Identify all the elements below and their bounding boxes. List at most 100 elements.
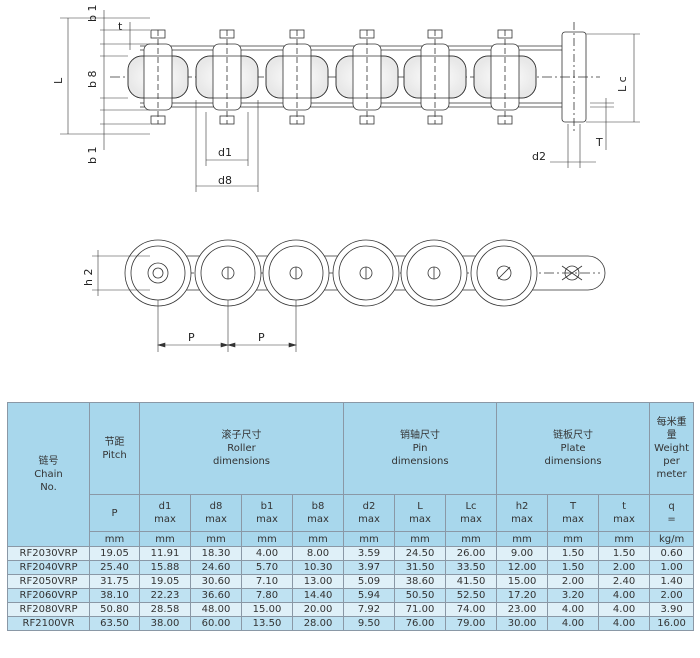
header-pin: 销轴尺寸 Pin dimensions [343,402,498,495]
cell-p: 19.05 [89,546,140,561]
side-view [124,239,606,307]
cell-p: 50.80 [89,602,140,617]
cell-Lc: 52.50 [445,588,498,603]
cell-d8: 18.30 [190,546,242,561]
cell-d2: 3.59 [343,546,396,561]
table-row: RF2030VRP 19.05 11.91 18.30 4.00 8.00 3.… [7,546,695,561]
header-pitch: 节距 Pitch [89,402,140,495]
cell-h2: 9.00 [496,546,549,561]
cell-T: 3.20 [547,588,600,603]
label-b8: b 8 [86,71,99,88]
cell-d2: 9.50 [343,616,396,631]
cell-T: 4.00 [547,616,600,631]
cell-chain-no: RF2030VRP [7,546,90,561]
cell-Lc: 41.50 [445,574,498,589]
side-roller-6 [470,239,538,307]
roller-2 [195,29,259,125]
label-L: L [52,77,65,84]
label-d1: d1 [218,146,232,159]
label-b1-top: b 1 [86,5,99,22]
cell-q: 16.00 [649,616,695,631]
side-roller-4 [332,239,400,307]
cell-h2: 23.00 [496,602,549,617]
cell-d2: 7.92 [343,602,396,617]
roller-1 [127,29,189,125]
cell-b1: 15.00 [241,602,293,617]
unit-kgm: kg/m [649,531,695,547]
cell-d8: 24.60 [190,560,242,575]
cell-t: 4.00 [598,616,651,631]
cell-b8: 8.00 [291,546,345,561]
sym-q: q= [649,494,695,532]
label-h2: h 2 [82,269,95,286]
roller-4 [335,29,399,125]
cell-L: 50.50 [394,588,447,603]
label-P1: P [188,331,195,344]
cell-q: 2.00 [649,588,695,603]
unit-mm: mm [496,531,549,547]
cell-p: 38.10 [89,588,140,603]
cell-b8: 10.30 [291,560,345,575]
cell-q: 3.90 [649,602,695,617]
cell-q: 1.40 [649,574,695,589]
cell-h2: 12.00 [496,560,549,575]
unit-mm: mm [598,531,651,547]
cell-chain-no: RF2060VRP [7,588,90,603]
cell-d8: 30.60 [190,574,242,589]
top-view-labels: b 1 t L b 8 b 1 d1 d8 L c d2 T [52,5,629,187]
cell-d8: 60.00 [190,616,242,631]
label-Lc: L c [616,76,629,92]
cell-p: 31.75 [89,574,140,589]
unit-mm: mm [89,531,140,547]
cell-d2: 5.09 [343,574,396,589]
roller-3 [265,29,329,125]
cell-b8: 13.00 [291,574,345,589]
cell-h2: 30.00 [496,616,549,631]
table-row: RF2060VRP 38.10 22.23 36.60 7.80 14.40 5… [7,588,695,603]
side-roller-5 [400,239,468,307]
label-P2: P [258,331,265,344]
cell-d1: 11.91 [139,546,191,561]
table-row: RF2100VR 63.50 38.00 60.00 13.50 28.00 9… [7,616,695,631]
cell-h2: 17.20 [496,588,549,603]
unit-mm: mm [547,531,600,547]
cell-d8: 36.60 [190,588,242,603]
cell-L: 76.00 [394,616,447,631]
chain-technical-drawing: b 1 t L b 8 b 1 d1 d8 L c d2 T [52,5,640,352]
cell-L: 31.50 [394,560,447,575]
cell-b1: 13.50 [241,616,293,631]
table-row: RF2080VRP 50.80 28.58 48.00 15.00 20.00 … [7,602,695,617]
cell-Lc: 79.00 [445,616,498,631]
cell-t: 4.00 [598,602,651,617]
cell-chain-no: RF2100VR [7,616,90,631]
cell-chain-no: RF2050VRP [7,574,90,589]
header-plate: 链板尺寸 Plate dimensions [496,402,651,495]
cell-chain-no: RF2040VRP [7,560,90,575]
roller-6 [473,29,537,125]
side-view-labels: h 2 P P [82,269,265,344]
cell-d2: 3.97 [343,560,396,575]
cell-t: 2.00 [598,560,651,575]
cell-t: 1.50 [598,546,651,561]
cell-d2: 5.94 [343,588,396,603]
cell-b1: 7.80 [241,588,293,603]
cell-b8: 20.00 [291,602,345,617]
top-view [110,22,600,132]
cotter-pin-end [561,265,583,281]
cell-t: 4.00 [598,588,651,603]
side-roller-3 [262,239,330,307]
cell-q: 0.60 [649,546,695,561]
chain-spec-table: 链号 Chain No. 节距 Pitch 滚子尺寸 Roller dimens… [7,402,695,631]
table-row: RF2050VRP 31.75 19.05 30.60 7.10 13.00 5… [7,574,695,589]
cell-L: 38.60 [394,574,447,589]
cell-d1: 19.05 [139,574,191,589]
cell-d1: 38.00 [139,616,191,631]
side-roller-2 [194,239,262,307]
cell-L: 24.50 [394,546,447,561]
sym-P: P [89,494,140,532]
header-chain-no: 链号 Chain No. [7,402,90,547]
header-roller: 滚子尺寸 Roller dimensions [138,402,345,495]
